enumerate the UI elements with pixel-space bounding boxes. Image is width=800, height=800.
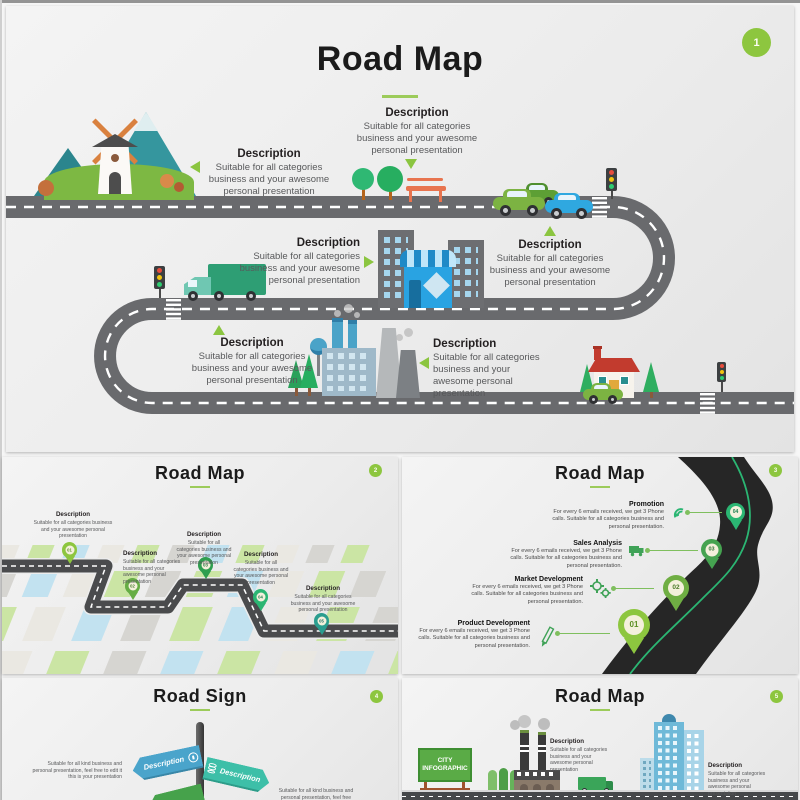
connector-line (555, 631, 610, 636)
map-pin: 02 (125, 578, 140, 600)
connector-line (611, 586, 654, 591)
map-pin: 05 (314, 613, 329, 635)
description-block: Description Suitable for all categories … (123, 550, 181, 585)
sign-right-text: Suitable for all kind business and perso… (278, 788, 354, 800)
page-title: Road Map (316, 40, 484, 78)
description-block: Description Suitable for all categories … (208, 148, 330, 197)
pointer-triangle (213, 325, 225, 335)
description-block: Description Suitable for all categories … (239, 237, 360, 286)
page-title: Road Map (554, 463, 645, 483)
truck-icon (629, 546, 644, 557)
park-trees-bench-icon (352, 166, 448, 204)
pointer-triangle (544, 226, 556, 236)
slide-city-road-map: Road Map 5 CITY INFOGRAPHIC (402, 678, 798, 800)
store-buildings-icon (378, 220, 484, 310)
gears-icon (590, 579, 611, 598)
description-block: Description Suitable for all categories … (550, 738, 608, 773)
road-bar (402, 792, 798, 800)
milestone: Sales Analysis For every 6 emails receiv… (510, 540, 622, 569)
car-icon (493, 189, 545, 217)
sign-left-text: Suitable for all kind business and perso… (32, 761, 122, 781)
description-block: Description Suitable for all categories … (708, 762, 766, 797)
pointer-triangle (405, 159, 417, 169)
pencil-icon (541, 626, 555, 647)
top-border (0, 0, 800, 3)
journey-pin: 04 (726, 503, 745, 530)
page-number-badge: 1 (742, 28, 771, 57)
title-underline (590, 486, 610, 488)
journey-pin: 02 (663, 575, 689, 611)
description-block: Description Suitable for all categories … (191, 337, 313, 386)
windmill-icon (34, 112, 204, 200)
crosswalk-icon (166, 197, 715, 414)
description-block: Description Suitable for all categories … (176, 531, 232, 566)
description-block: Description Suitable for all categories … (233, 551, 289, 586)
sign-arrow-right: Description (202, 757, 271, 794)
billboard-icon: CITY INFOGRAPHIC (418, 748, 472, 796)
map-pin: 01 (62, 542, 77, 564)
factory-icon (288, 304, 420, 400)
title-underline (190, 486, 210, 488)
description-block: Description Suitable for all categories … (356, 107, 478, 156)
lock-icon (187, 751, 199, 763)
title-underline (382, 95, 418, 98)
description-block: Description Suitable for all categories … (33, 511, 113, 540)
factory-icon (510, 715, 566, 794)
page-number-badge: 3 (769, 464, 782, 477)
slide-main-road-map: Road Map 1 (6, 6, 794, 452)
slide-journey-road-map: Road Map 3 04 03 02 01 (402, 457, 798, 674)
curb (402, 790, 798, 792)
connector-line (645, 548, 698, 553)
car-icon (583, 383, 623, 406)
page-number-badge: 2 (369, 464, 382, 477)
description-block: Description Suitable for all categories … (489, 239, 611, 288)
road-path (2, 558, 398, 639)
slide-road-sign: Road Sign 4 Description Description Suit… (2, 678, 398, 800)
milestone: Promotion For every 6 emails received, w… (552, 501, 664, 530)
map-pin: 03 (198, 557, 213, 579)
pointer-triangle (419, 357, 429, 369)
wifi-icon (673, 508, 684, 518)
title-underline (190, 709, 210, 711)
map-pin: 04 (253, 589, 268, 611)
slide-map-road: Road Map 2 01 02 (2, 457, 398, 674)
database-icon (207, 762, 217, 775)
pointer-triangle (364, 256, 374, 268)
page-title: Road Map (154, 463, 245, 483)
description-block: Description Suitable for all categories … (290, 585, 356, 614)
sign-arrow-left: Description (130, 745, 203, 782)
car-icon (545, 193, 593, 220)
pointer-triangle (190, 161, 200, 173)
page-title: Road Sign (153, 686, 247, 706)
pine-tree-icon (643, 362, 659, 392)
sign-arrow-green (146, 784, 205, 800)
page-number-badge: 5 (770, 690, 783, 703)
page-number-badge: 4 (370, 690, 383, 703)
title-underline (590, 709, 610, 711)
truck-icon (184, 264, 268, 308)
description-block: Description Suitable for all categories … (433, 338, 540, 399)
journey-pin: 03 (701, 539, 722, 569)
journey-pin: 01 (618, 609, 650, 654)
page-title: Road Map (554, 686, 645, 706)
connector-line (685, 510, 722, 515)
milestone: Market Development For every 6 emails re… (471, 576, 583, 605)
road-path (6, 196, 794, 414)
buildings-icon (640, 714, 706, 794)
bench-icon (406, 178, 446, 202)
milestone: Product Development For every 6 emails r… (418, 620, 530, 649)
left-border (0, 0, 2, 800)
